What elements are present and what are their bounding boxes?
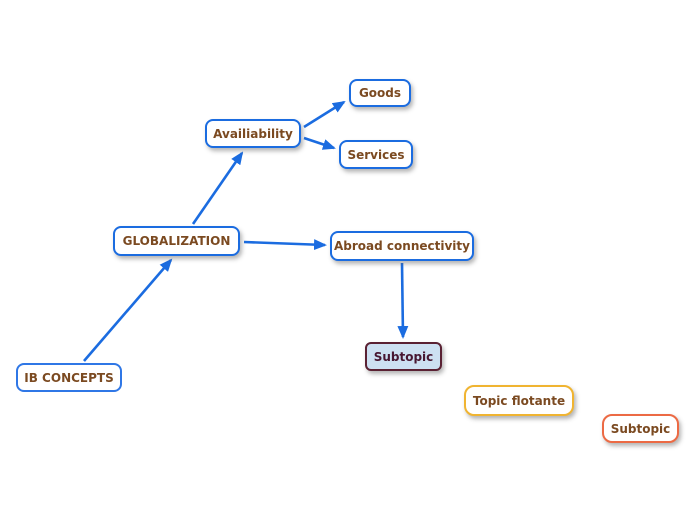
node-subtopic-floating-label: Subtopic <box>610 421 671 436</box>
node-availiability[interactable]: Availiability <box>205 119 301 148</box>
node-subtopic-highlighted[interactable]: Subtopic <box>365 342 442 371</box>
node-subtopic-floating[interactable]: Subtopic <box>602 414 679 443</box>
node-availiability-label: Availiability <box>213 126 293 141</box>
edge-abroad-subtopic <box>397 262 409 339</box>
edge-globalization-availiability <box>191 151 244 225</box>
node-ib-concepts-label: IB CONCEPTS <box>24 370 114 385</box>
node-goods-label: Goods <box>358 86 402 100</box>
node-services-label: Services <box>347 147 405 162</box>
edge-availiability-goods <box>303 100 346 129</box>
edge-ibconcepts-globalization <box>83 258 173 362</box>
node-globalization-label: GLOBALIZATION <box>122 234 231 248</box>
node-globalization[interactable]: GLOBALIZATION <box>113 226 240 256</box>
node-ib-concepts[interactable]: IB CONCEPTS <box>16 363 122 392</box>
node-abroad-connectivity-label: Abroad connectivity <box>334 239 470 253</box>
node-abroad-connectivity[interactable]: Abroad connectivity <box>330 231 474 261</box>
node-subtopic-highlighted-label: Subtopic <box>373 349 434 364</box>
node-topic-flotante-label: Topic flotante <box>472 393 566 408</box>
edge-availiability-services <box>303 136 336 150</box>
node-topic-flotante[interactable]: Topic flotante <box>464 385 574 416</box>
edge-globalization-abroad <box>243 239 327 251</box>
node-goods[interactable]: Goods <box>349 79 411 107</box>
node-services[interactable]: Services <box>339 140 413 169</box>
